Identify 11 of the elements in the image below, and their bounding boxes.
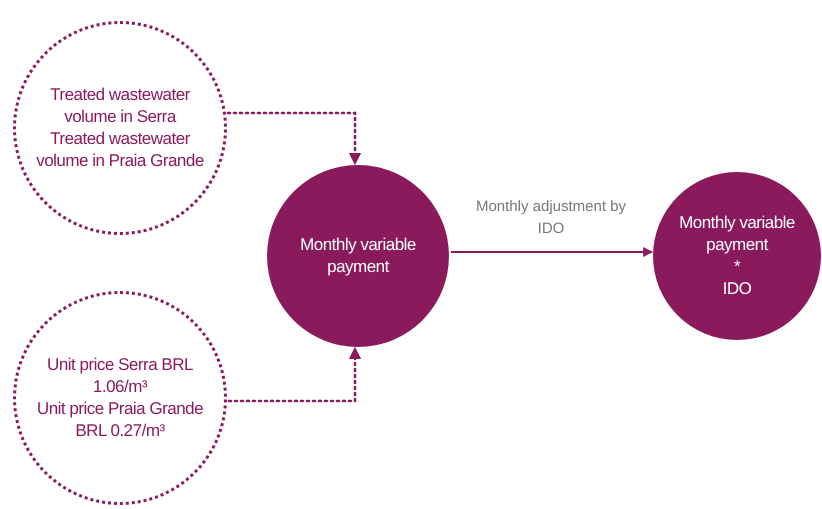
- arrow: [226, 112, 362, 166]
- node-text: Monthly variable payment: [678, 212, 796, 256]
- node-text: Unit price Praia Grande BRL 0.27/m³: [36, 398, 204, 442]
- node-text: Monthly variable payment: [299, 234, 417, 278]
- node-text: *: [734, 256, 740, 278]
- arrow: [228, 346, 362, 402]
- node-text: IDO: [722, 278, 752, 300]
- node-text: Treated wastewater volume in Serra: [49, 84, 191, 128]
- arrow: [450, 247, 654, 257]
- node-text: Treated wastewater volume in Praia Grande: [35, 128, 205, 172]
- node-text: Unit price Serra BRL 1.06/m³: [46, 354, 194, 398]
